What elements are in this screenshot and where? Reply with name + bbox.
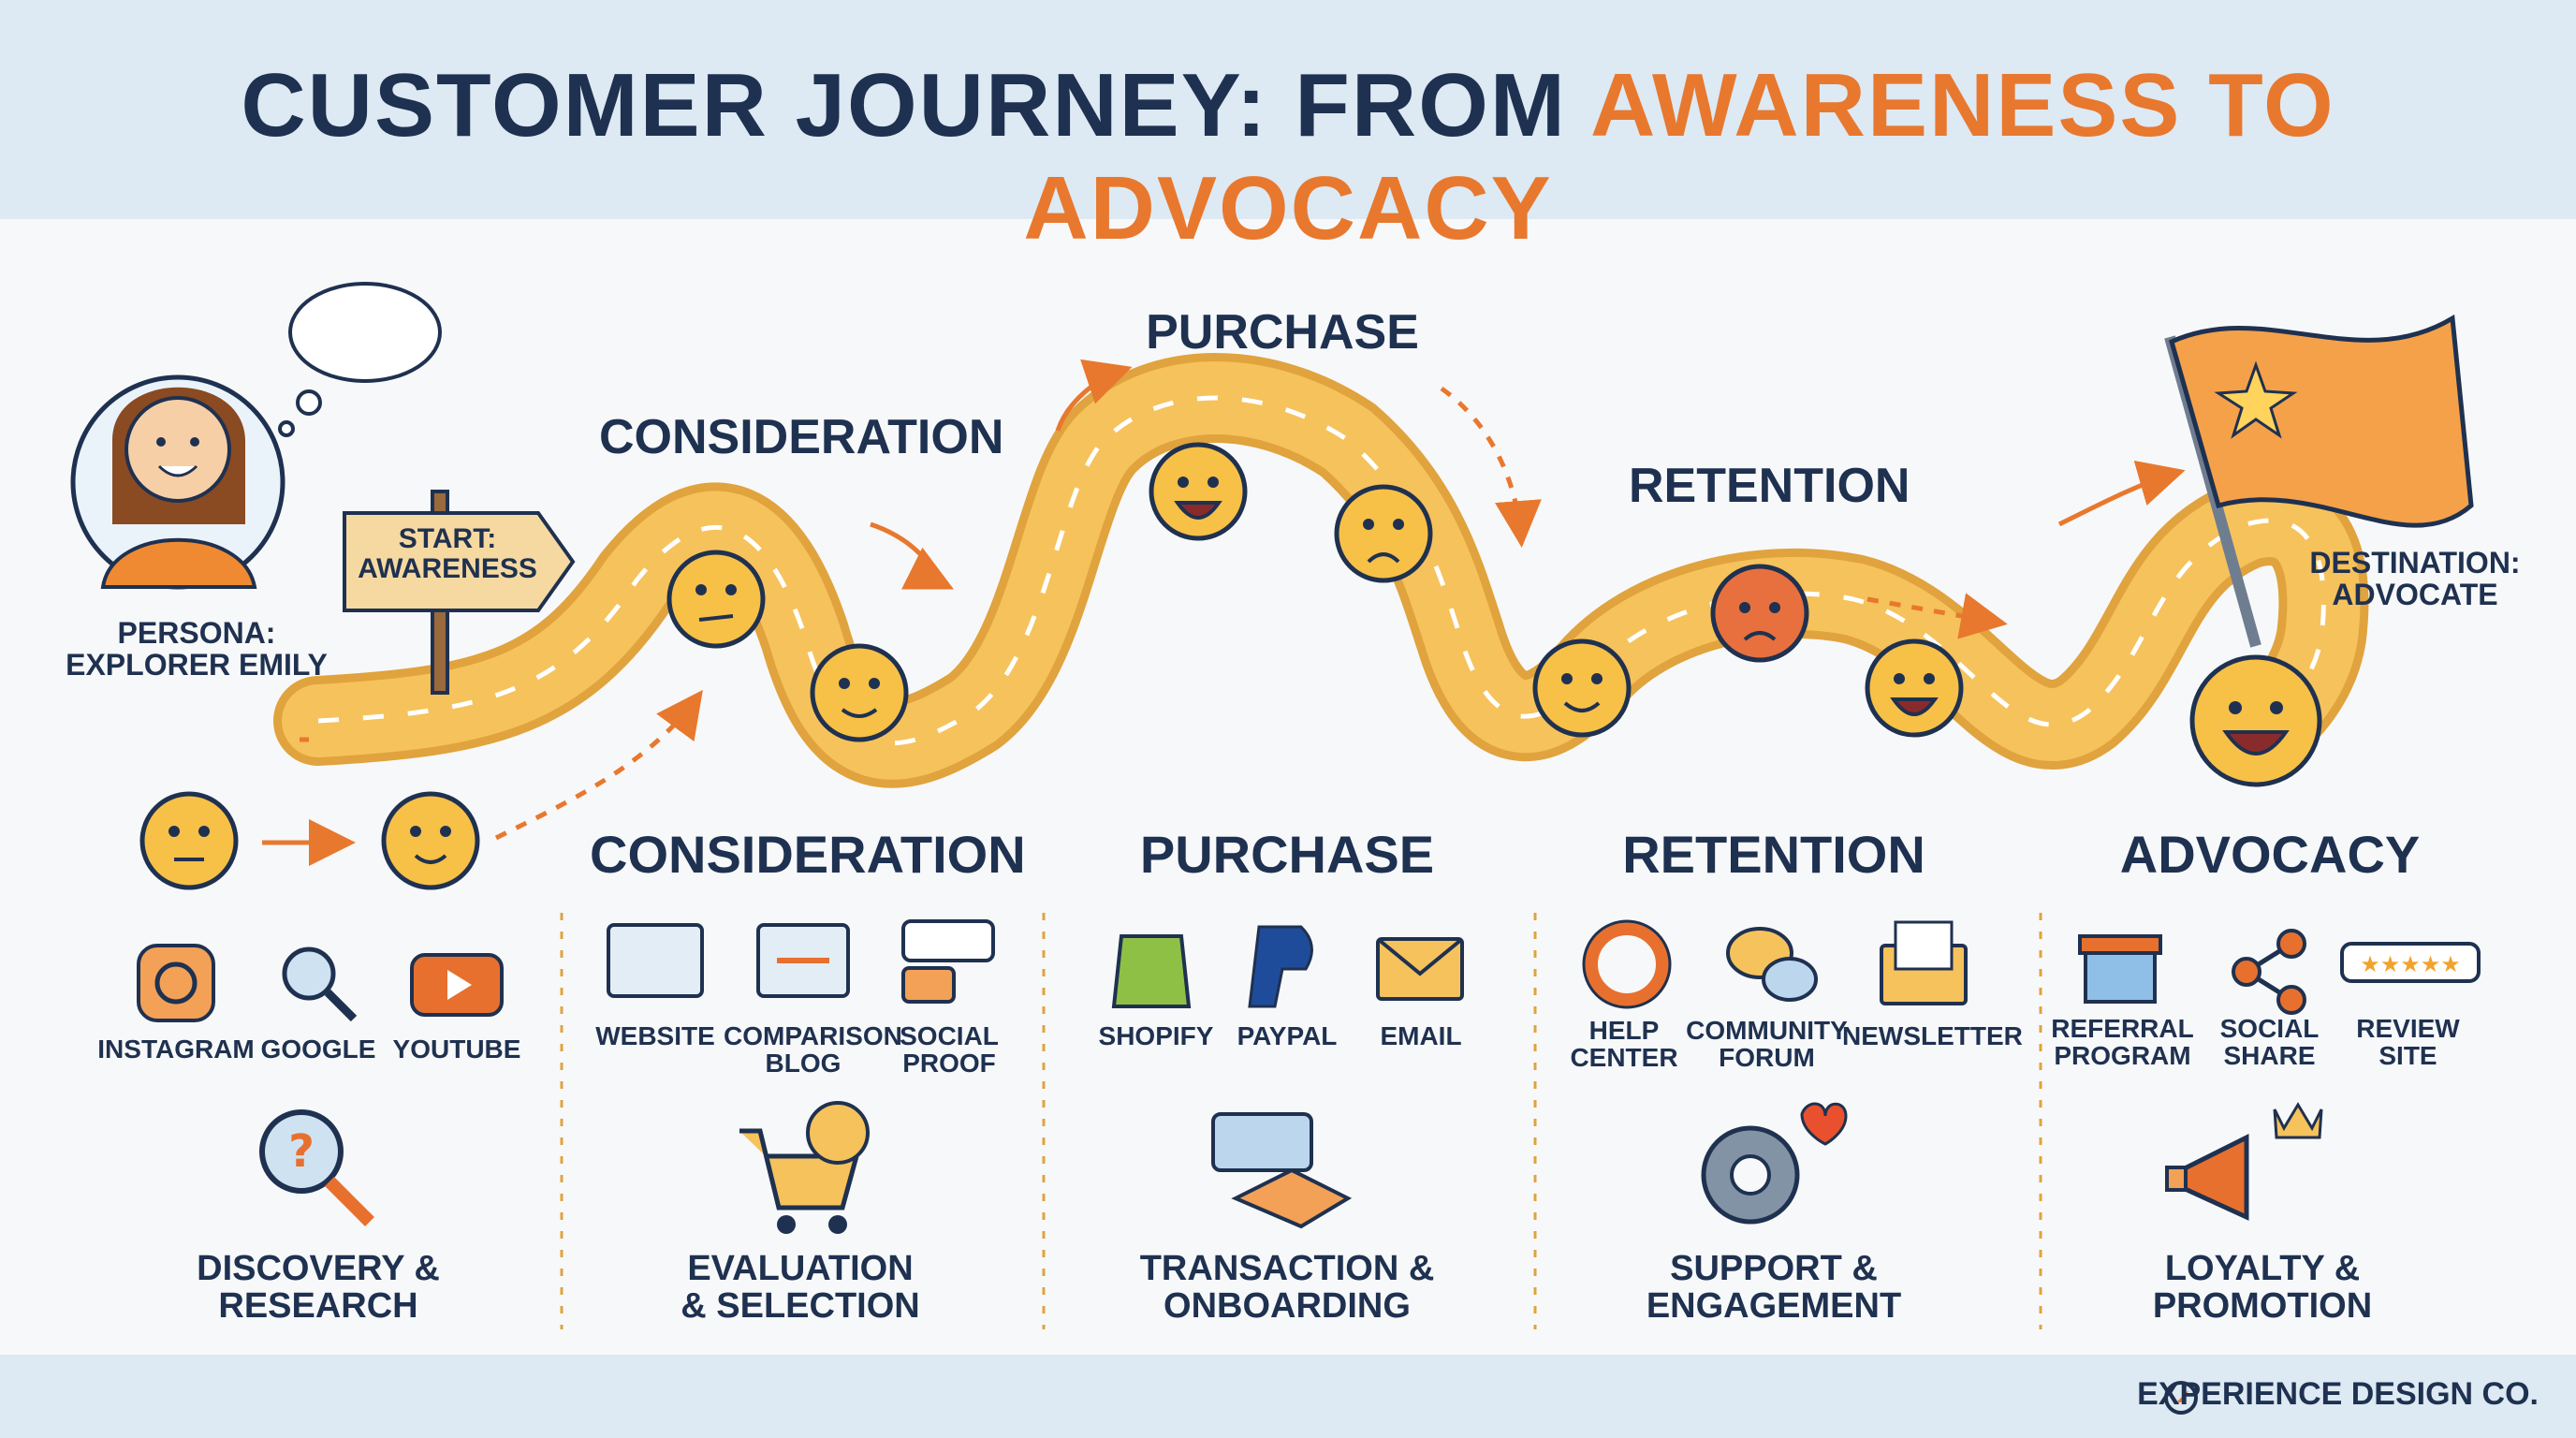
- svg-text:★★★★★: ★★★★★: [2360, 951, 2461, 977]
- start-sign-label: START:AWARENESS: [358, 523, 537, 584]
- destination-label: DESTINATION:ADVOCATE: [2309, 546, 2521, 611]
- comparison-blog-icon: [756, 923, 850, 998]
- help-center-icon: [1582, 919, 1672, 1009]
- face-worried: [1337, 487, 1430, 580]
- transaction-handshake-icon: [1211, 1112, 1353, 1229]
- channel-label: SOCIAL SHARE: [2219, 1014, 2320, 1071]
- title-part1: CUSTOMER JOURNEY: FROM: [241, 55, 1590, 155]
- solid-arrows: [870, 359, 2186, 590]
- social-share-icon: [2232, 929, 2306, 1015]
- category-label-transaction: TRANSACTION &ONBOARDING: [1139, 1249, 1435, 1326]
- channel-label: YOUTUBE: [392, 1034, 521, 1064]
- column-heading-retention: RETENTION: [1622, 825, 1925, 884]
- channel-label: WEBSITE: [595, 1021, 715, 1050]
- support-gear-icon: [1701, 1102, 1848, 1225]
- newsletter-icon: [1880, 920, 1968, 1005]
- face-neutral-small: [142, 794, 236, 888]
- face-ecstatic: [2189, 654, 2322, 787]
- google-search-icon: [282, 946, 358, 1022]
- advocacy-flag: [2164, 314, 2474, 648]
- evaluation-cart-icon: [739, 1101, 870, 1234]
- channel-label: REFERRAL PROGRAM: [2051, 1014, 2194, 1071]
- category-label-loyalty: LOYALTY &PROMOTION: [2152, 1249, 2373, 1326]
- review-stars-icon: ★★★★★: [2340, 942, 2481, 983]
- footer-band: [0, 1355, 2576, 1438]
- channel-label: GOOGLE: [260, 1034, 376, 1064]
- category-label-evaluation: EVALUATION& SELECTION: [681, 1249, 920, 1326]
- road-stage-purchase: PURCHASE: [1146, 305, 1419, 360]
- road-stage-consideration: CONSIDERATION: [599, 410, 1004, 464]
- persona-avatar: [70, 374, 285, 590]
- channel-label: INSTAGRAM: [97, 1034, 255, 1064]
- winding-road: [273, 353, 2369, 788]
- category-label-discovery: DISCOVERY &RESEARCH: [197, 1249, 440, 1326]
- social-proof-icon: [901, 919, 995, 1004]
- thought-cloud: [278, 282, 442, 437]
- category-label-support: SUPPORT &ENGAGEMENT: [1646, 1249, 1902, 1326]
- svg-text:?: ?: [288, 1125, 315, 1178]
- channel-label: SHOPIFY: [1098, 1021, 1214, 1050]
- face-love: [1151, 445, 1245, 538]
- shopify-icon: [1111, 934, 1192, 1008]
- channel-label: HELP CENTER: [1570, 1016, 1678, 1073]
- face-happy: [1867, 641, 1961, 735]
- paypal-icon: [1248, 925, 1313, 1008]
- footer-brand-text: EXPERIENCE DESIGN CO.: [2137, 1376, 2539, 1412]
- channel-label: COMPARISON BLOG: [724, 1021, 902, 1078]
- discovery-magnifier-icon: ?: [259, 1109, 374, 1226]
- channel-label: EMAIL: [1380, 1021, 1462, 1050]
- road-stage-retention: RETENTION: [1629, 459, 1910, 513]
- channel-label: PAYPAL: [1237, 1021, 1338, 1050]
- page-title: CUSTOMER JOURNEY: FROM AWARENESS TO ADVO…: [0, 54, 2576, 260]
- channel-label: COMMUNITY FORUM: [1686, 1016, 1848, 1073]
- youtube-icon: [410, 953, 504, 1017]
- channel-label: REVIEW SITE: [2356, 1014, 2460, 1071]
- title-accent: AWARENESS TO ADVOCACY: [1023, 55, 2335, 258]
- footer-brand: EXPERIENCE DESIGN CO.: [2137, 1376, 2539, 1413]
- persona-label: PERSONA:EXPLORER EMILY: [66, 616, 328, 682]
- column-heading-purchase: PURCHASE: [1139, 825, 1435, 884]
- community-forum-icon: [1726, 927, 1818, 1002]
- column-heading-consideration: CONSIDERATION: [590, 825, 1026, 884]
- column-dividers: [560, 913, 2042, 1329]
- journey-arrows: [300, 386, 2008, 841]
- channel-label: NEWSLETTER: [1842, 1021, 2023, 1050]
- column-heading-advocacy: ADVOCACY: [2119, 825, 2421, 884]
- website-icon: [607, 923, 704, 998]
- face-content-small: [384, 794, 477, 888]
- face-angry: [1710, 564, 1809, 663]
- referral-gift-icon: [2078, 934, 2162, 1004]
- instagram-icon: [137, 944, 215, 1022]
- face-smile-1: [1535, 641, 1629, 735]
- compass-logo: [2164, 1381, 2198, 1415]
- email-icon: [1376, 937, 1464, 1001]
- face-wink: [812, 646, 906, 740]
- channel-label: SOCIAL PROOF: [900, 1021, 999, 1078]
- loyalty-megaphone-icon: [2165, 1102, 2323, 1221]
- start-signpost: [343, 490, 576, 695]
- face-thinking: [669, 552, 763, 646]
- header-band: [0, 0, 2576, 219]
